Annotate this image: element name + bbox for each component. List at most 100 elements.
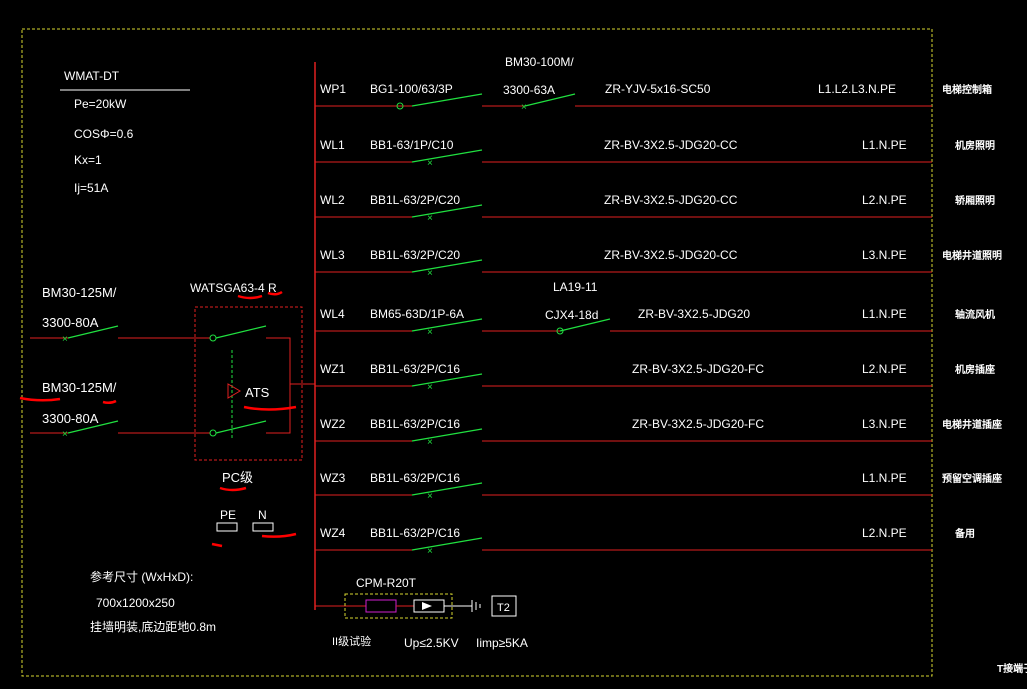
circuit-breaker-switch [411,318,483,332]
circuit-id: WZ3 [320,471,346,485]
pe-terminal [216,522,238,532]
incoming-breaker-2 [67,420,119,434]
incoming-breaker2-rating: 3300-80A [42,411,99,426]
incoming-breaker-1 [67,325,119,339]
circuit-load: 机房插座 [955,363,995,376]
circuit-breaker: BB1-63/1P/C10 [370,138,454,152]
size-note-dims: 700x1200x250 [96,596,175,610]
circuit-id: WL4 [320,307,345,321]
circuit-load: 机房照明 [955,139,995,152]
incoming-breaker1-rating: 3300-80A [42,315,99,330]
markup-stroke [19,396,61,402]
circuit-id: WL2 [320,193,345,207]
circuit-cable: ZR-BV-3X2.5-JDG20-CC [604,138,738,152]
size-note-mount: 挂墙明装,底边距地0.8m [90,619,216,634]
circuit-breaker: BB1L-63/2P/C16 [370,526,460,540]
circuit-cable: ZR-BV-3X2.5-JDG20-FC [632,362,764,376]
n-label: N [258,508,267,522]
spd-class: II级试验 [332,634,371,648]
circuit-breaker: BM65-63D/1P-6A [370,307,464,321]
ats-contact [209,429,217,437]
circuit-extra-bottom: CJX4-18d [545,308,598,322]
markup-stroke [243,405,297,411]
circuit-breaker-switch [411,482,483,496]
spd-model: CPM-R20T [356,576,417,590]
circuit-id: WZ1 [320,362,346,376]
markup-stroke [211,542,223,548]
circuit-phase: L3.N.PE [862,417,907,431]
circuit-load: 轿厢照明 [955,194,995,207]
circuit-extra-top: BM30-100M/ [505,55,574,69]
circuit-phase: L2.N.PE [862,362,907,376]
breaker-x-mark: × [427,268,433,279]
circuit-phase: L2.N.PE [862,193,907,207]
circuit-second-switch [524,93,576,107]
circuit-breaker-switch [411,204,483,218]
circuit-cable: ZR-YJV-5x16-SC50 [605,82,711,96]
circuit-breaker-switch [411,428,483,442]
ats-triangle-icon [227,383,241,399]
panel-param: Ij=51A [74,181,108,195]
circuit-breaker: BB1L-63/2P/C20 [370,193,460,207]
circuit-breaker: BG1-100/63/3P [370,82,453,96]
panel-frame [21,28,933,677]
circuit-cable: ZR-BV-3X2.5-JDG20-FC [632,417,764,431]
markup-stroke [219,486,247,492]
circuit-cable: ZR-BV-3X2.5-JDG20 [638,307,750,321]
circuit-breaker: BB1L-63/2P/C20 [370,248,460,262]
spd-dashed-box [344,593,453,619]
ats-contact [209,334,217,342]
circuit-breaker-switch [411,149,483,163]
breaker-x-mark: × [427,327,433,338]
markup-stroke [237,294,263,300]
spd-resistor [365,599,397,613]
circuit-id: WZ2 [320,417,346,431]
ats-out-2 [266,384,291,434]
circuit-breaker: BB1L-63/2P/C16 [370,471,460,485]
ats-switch-1 [215,325,267,339]
circuit-breaker-switch [411,373,483,387]
terminal-label: T2 [497,602,510,614]
circuit-id: WL3 [320,248,345,262]
circuit-id: WL1 [320,138,345,152]
spd-arrow-icon [422,602,432,610]
circuit-load: 预留空调插座 [942,472,1002,485]
circuit-extra-top: LA19-11 [553,280,598,294]
breaker-contact [396,102,404,110]
panel-param: COSΦ=0.6 [74,127,134,141]
circuit-cable: ZR-BV-3X2.5-JDG20-CC [604,193,738,207]
circuit-load: 轴流风机 [955,308,995,321]
panel-name: WMAT-DT [64,69,120,83]
size-note-title: 参考尺寸 (WxHxD): [90,569,193,584]
circuit-load: 电梯控制箱 [942,83,992,96]
n-terminal [252,522,274,532]
circuit-load: 电梯井道照明 [942,249,1002,262]
circuit-phase: L1.N.PE [862,307,907,321]
breaker-x-mark: × [427,491,433,502]
contactor-contact [556,327,564,335]
ats-switch-2 [215,420,267,434]
circuit-breaker-switch [411,93,483,107]
breaker-x-mark: × [427,213,433,224]
breaker-x-mark: × [427,158,433,169]
markup-stroke [267,290,283,296]
ats-model: WATSGA63-4 R [190,281,277,295]
circuit-id: WP1 [320,82,346,96]
circuit-id: WZ4 [320,526,346,540]
circuit-breaker-switch [411,537,483,551]
pc-label: PC级 [222,470,253,485]
circuit-breaker: BB1L-63/2P/C16 [370,417,460,431]
ats-label: ATS [245,385,270,400]
circuit-phase: L1.N.PE [862,471,907,485]
breaker-x-mark: × [427,382,433,393]
pe-label: PE [220,508,236,522]
corner-note: T接端子 [997,662,1027,675]
incoming-breaker2-model: BM30-125M/ [42,380,117,395]
breaker-x-mark: × [427,437,433,448]
circuit-breaker: BB1L-63/2P/C16 [370,362,460,376]
breaker-x-mark: × [62,429,68,440]
circuit-phase: L1.L2.L3.N.PE [818,82,896,96]
circuit-cable: ZR-BV-3X2.5-JDG20-CC [604,248,738,262]
